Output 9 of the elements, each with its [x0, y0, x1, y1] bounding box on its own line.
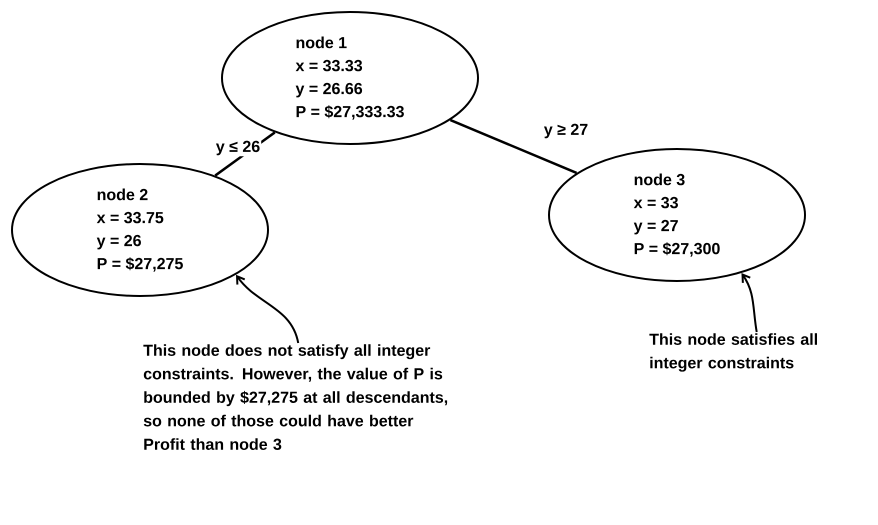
edge-label: y ≥ 27 [542, 122, 590, 140]
leader-arrow [741, 273, 758, 332]
ellipse-node: node 2 x = 33.75 y = 26 P = $27,275 [11, 163, 269, 297]
ellipse-node: node 3 x = 33 y = 27 P = $27,300 [548, 148, 806, 282]
leader-arrow [236, 274, 300, 344]
note-text: This node satisfies all integer constraints [649, 333, 817, 372]
note-text: This node does not satisfy all integer constraints. However, the value of P is bounded by $27,275 at all descendants, so none of those could have better Profit than node 3 [143, 344, 448, 450]
tree-edge [450, 118, 578, 174]
edge-label: y ≤ 26 [214, 140, 262, 156]
